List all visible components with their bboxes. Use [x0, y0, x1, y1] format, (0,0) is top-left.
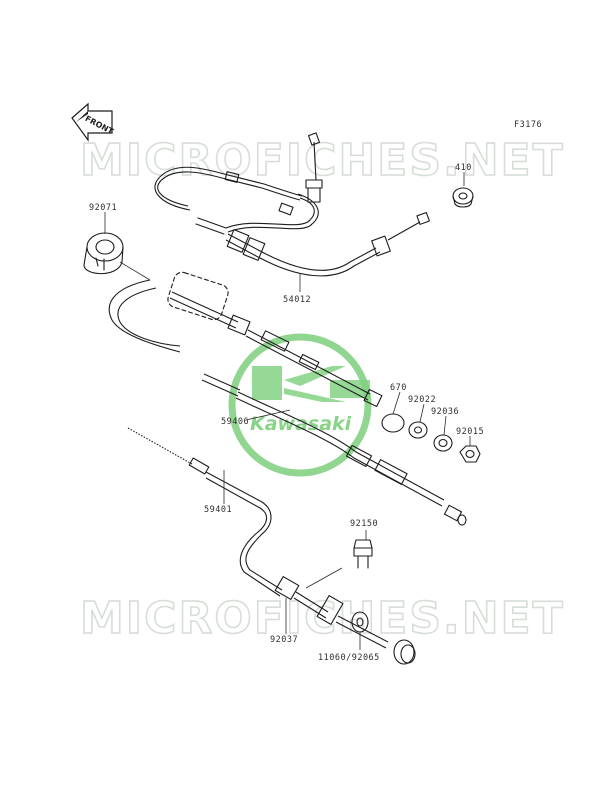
label-410: 410	[455, 163, 472, 173]
label-92150: 92150	[350, 519, 378, 529]
cable-59401	[127, 427, 416, 665]
front-arrow-icon: FRONT	[71, 102, 115, 142]
figure-code: F3176	[514, 120, 542, 130]
label-59406: 59406	[221, 417, 249, 427]
label-92037: 92037	[270, 635, 298, 645]
part-92071-grommet	[83, 232, 124, 275]
label-59401: 59401	[204, 505, 232, 515]
kawasaki-logo-text: Kawasaki	[250, 413, 352, 435]
label-92036: 92036	[431, 407, 459, 417]
part-92150-bolt	[353, 539, 373, 569]
cable-59406	[108, 271, 467, 526]
label-11060-92065: 11060/92065	[318, 653, 380, 663]
throttle-cable-54012	[154, 132, 430, 277]
watermark-bottom: MICROFICHES.NET	[80, 593, 565, 644]
label-92015: 92015	[456, 427, 484, 437]
label-670: 670	[390, 383, 407, 393]
part-410-washer	[452, 187, 474, 208]
part-92036-washer	[433, 434, 453, 452]
kawasaki-logo: Kawasaki	[228, 333, 372, 477]
part-92022-washer	[408, 421, 428, 439]
part-92015-nut	[459, 445, 481, 463]
leader-lines	[104, 172, 471, 650]
watermark-top: MICROFICHES.NET	[80, 135, 565, 186]
part-670-o-ring	[381, 413, 405, 433]
label-54012: 54012	[283, 295, 311, 305]
label-92071: 92071	[89, 203, 117, 213]
label-92022: 92022	[408, 395, 436, 405]
